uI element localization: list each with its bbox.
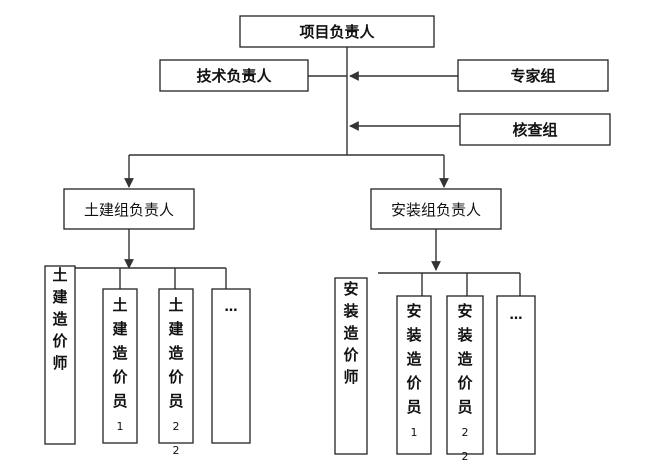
audit-group-label: 核查组 (512, 121, 557, 139)
install-lead-label: 安装组负责人 (391, 201, 481, 219)
install-lead-node: 安装组负责人 (370, 188, 502, 230)
install-more-label: … (510, 308, 523, 323)
audit-group-node: 核查组 (459, 113, 611, 146)
project-lead-label: 项目负责人 (299, 23, 375, 41)
tech-lead-node: 技术负责人 (159, 59, 309, 92)
civil-lead-node: 土建组负责人 (63, 188, 195, 230)
install-engineer-node: 安装造价师 (334, 277, 368, 455)
civil-more-node: … (211, 288, 251, 444)
project-lead-node: 项目负责人 (239, 15, 435, 48)
expert-group-node: 专家组 (457, 59, 609, 92)
expert-group-label: 专家组 (510, 67, 555, 85)
civil-engineer-node: 土建造价师 (44, 265, 76, 445)
install-more-node: … (496, 295, 536, 455)
civil-lead-label: 土建组负责人 (84, 201, 174, 219)
civil-more-label: … (225, 300, 238, 315)
connectors (75, 47, 521, 296)
civil-engineer-label: 土建造价师 (52, 266, 68, 372)
install-engineer-label: 安装造价师 (342, 280, 359, 386)
tech-lead-label: 技术负责人 (196, 67, 272, 85)
